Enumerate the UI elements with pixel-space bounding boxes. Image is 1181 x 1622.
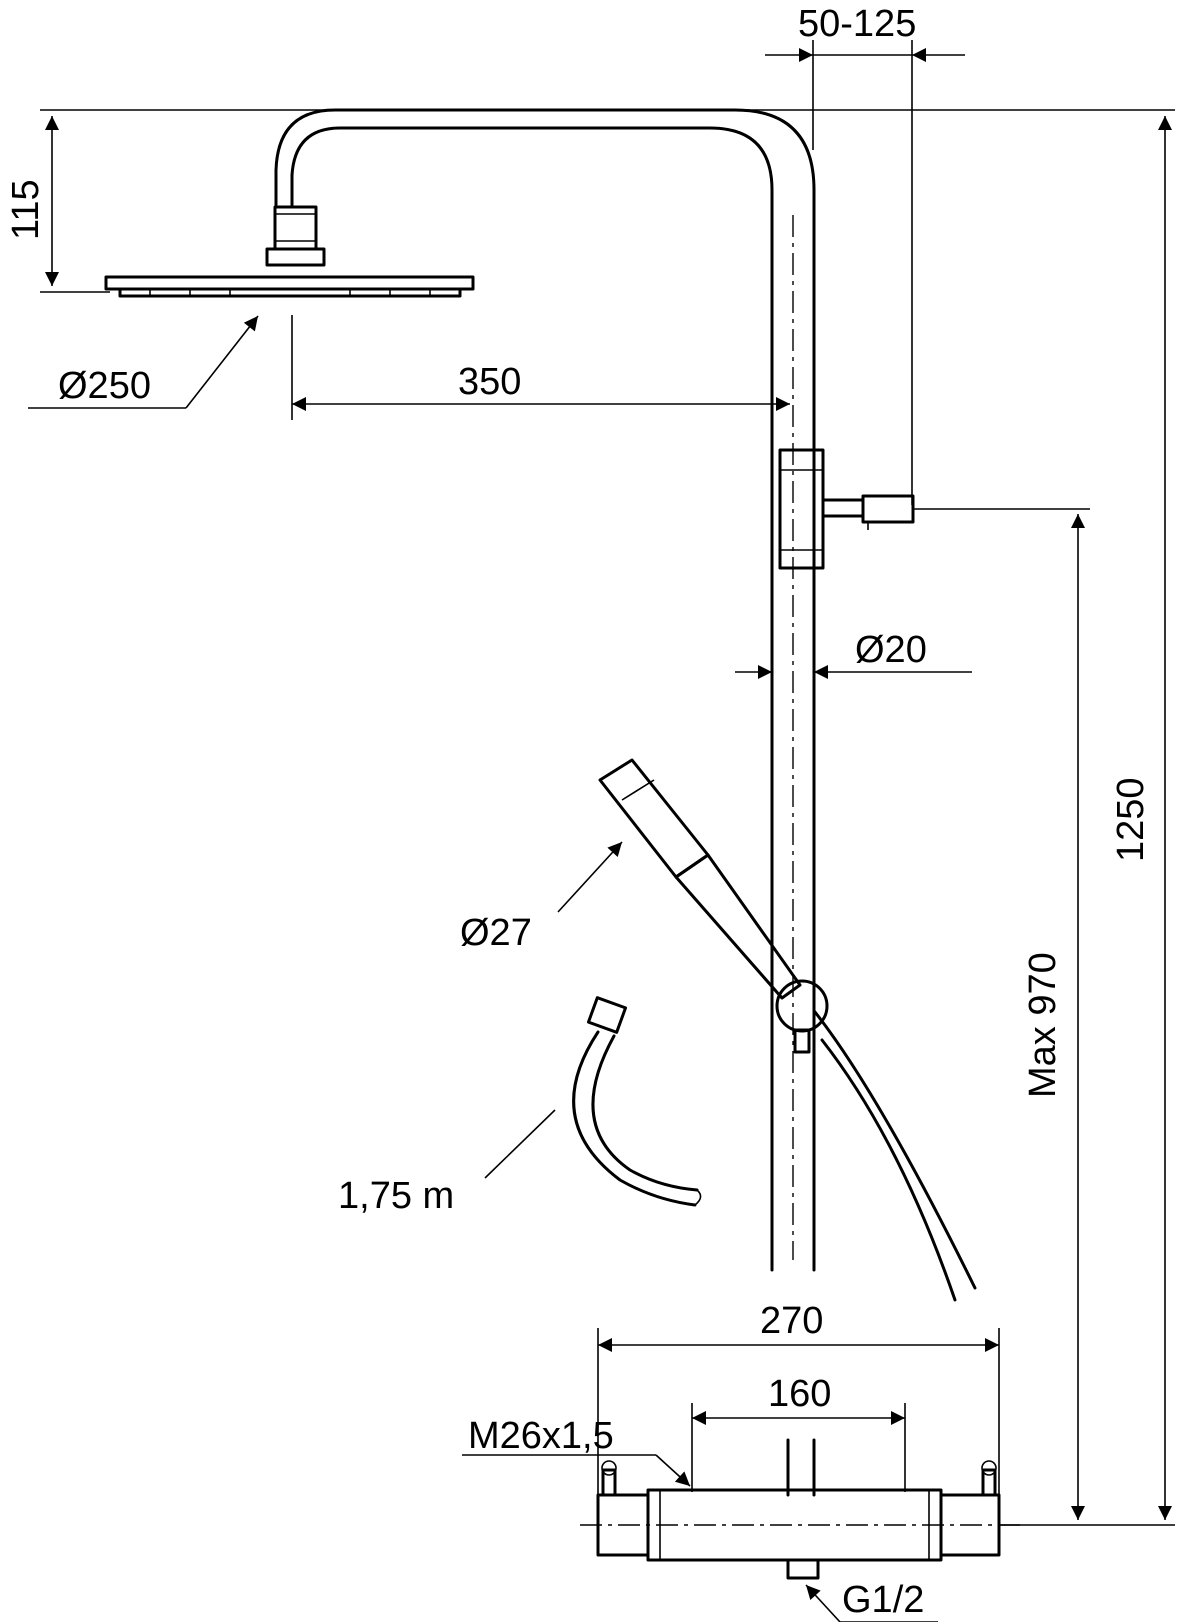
dim-total-height: 1250 — [735, 109, 1175, 1520]
label-arm-projection: 350 — [458, 361, 521, 403]
dim-max-slide-height: Max 970 — [913, 508, 1175, 1526]
label-head-height: 115 — [5, 179, 47, 240]
label-inlet-spacing: 160 — [768, 1373, 831, 1415]
dim-head-diameter: Ø250 — [28, 315, 259, 409]
label-inlet-thread: G1/2 — [842, 1579, 924, 1621]
label-outlet-thread: M26x1,5 — [468, 1415, 614, 1457]
label-pipe-diameter: Ø20 — [855, 629, 927, 671]
label-offset-range: 50-125 — [798, 3, 916, 45]
label-handshower-diameter: Ø27 — [460, 912, 532, 954]
label-max-slide-height: Max 970 — [1022, 952, 1064, 1098]
hand-shower — [598, 758, 977, 1302]
dim-inlet-thread: G1/2 — [805, 1579, 938, 1622]
thermostatic-mixer — [580, 1438, 1020, 1580]
diverter-block — [778, 448, 915, 570]
shower-hose — [572, 996, 702, 1207]
dim-outlet-thread: M26x1,5 — [462, 1415, 691, 1487]
label-total-height: 1250 — [1110, 777, 1152, 862]
dim-pipe-diameter: Ø20 — [735, 629, 972, 679]
shower-arm — [274, 108, 816, 1272]
label-head-diameter: Ø250 — [58, 365, 151, 407]
dim-offset-range: 50-125 — [765, 3, 965, 505]
dim-inlet-spacing: 160 — [691, 1373, 906, 1492]
dim-mixer-width: 270 — [597, 1300, 1000, 1500]
dim-hose-length: 1,75 m — [338, 1109, 556, 1217]
dim-handshower-diameter: Ø27 — [460, 841, 623, 954]
dim-head-height: 115 — [5, 109, 335, 293]
label-hose-length: 1,75 m — [338, 1175, 454, 1217]
label-mixer-width: 270 — [760, 1300, 823, 1342]
dim-arm-projection: 350 — [291, 315, 790, 420]
shower-head — [104, 205, 475, 298]
